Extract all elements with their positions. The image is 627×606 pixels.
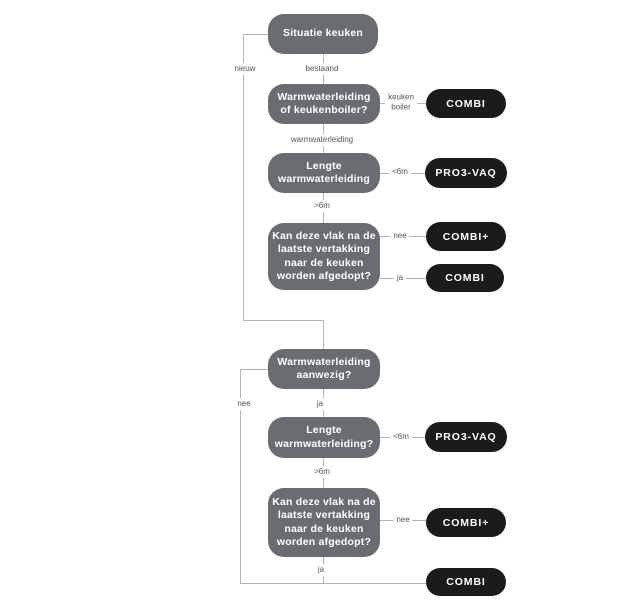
- flow-box-text: Lengte: [306, 424, 342, 437]
- flow-box-text: naar de keuken: [284, 522, 364, 535]
- result-pill-text: PRO3-VAQ: [435, 167, 497, 179]
- flow-box-situatie-keuken: Situatie keuken: [268, 14, 378, 54]
- flow-box-text: Kan deze vlak na de: [272, 495, 376, 508]
- edge-label-line: boiler: [391, 102, 411, 111]
- result-pill-text: COMBI: [446, 576, 486, 588]
- edge-label-ja-2: ja: [313, 398, 327, 410]
- edge-label-nee-2: nee: [234, 398, 254, 410]
- flow-box-text: laatste vertakking: [277, 509, 371, 522]
- result-pill-pro3vaq-1: PRO3-VAQ: [425, 158, 507, 188]
- edge-label-gt6m-2: >6m: [311, 466, 333, 478]
- edge-nieuw-elbow-horizontal: [243, 320, 323, 321]
- flow-box-warmwaterleiding-of-keukenboiler: Warmwaterleiding of keukenboiler?: [268, 84, 380, 124]
- edge-label-line: keuken: [388, 92, 414, 102]
- flow-box-text: aanwezig?: [296, 369, 352, 381]
- edge-nieuw-elbow-vertical: [323, 320, 324, 349]
- flow-box-text: of keukenboiler?: [280, 104, 368, 116]
- result-pill-combi-plus-1: COMBI+: [426, 222, 506, 251]
- flow-box-text: Kan deze vlak na de: [272, 229, 376, 242]
- edge-label-gt6m-1: >6m: [311, 200, 333, 212]
- result-pill-combi-1: COMBI: [426, 89, 506, 118]
- result-pill-text: COMBI: [445, 272, 485, 284]
- result-pill-pro3vaq-2: PRO3-VAQ: [425, 422, 507, 452]
- result-pill-text: COMBI+: [442, 516, 490, 529]
- edge-label-warmwaterleiding: warmwaterleiding: [287, 134, 357, 146]
- flow-box-kan-deze-vlak-2: Kan deze vlak na de laatste vertakking n…: [268, 488, 380, 557]
- flow-box-kan-deze-vlak-1: Kan deze vlak na de laatste vertakking n…: [268, 223, 380, 290]
- edge-label-nieuw: nieuw: [231, 63, 259, 75]
- edge-label-nee-1: nee: [390, 230, 410, 242]
- flow-box-text: worden afgedopt?: [276, 535, 372, 548]
- flow-box-text: worden afgedopt?: [276, 269, 372, 282]
- edge-nieuw-horizontal: [243, 34, 268, 35]
- flow-box-text: laatste vertakking: [277, 243, 371, 256]
- flow-box-text: Warmwaterleiding: [277, 90, 371, 103]
- flow-box-text: warmwaterleiding?: [274, 437, 374, 450]
- edge-nieuw-vertical: [243, 34, 244, 320]
- edge-label-bestaand: bestaand: [302, 63, 342, 75]
- flow-box-warmwaterleiding-aanwezig: Warmwaterleiding aanwezig?: [268, 349, 380, 389]
- flow-box-text: Situatie keuken: [282, 27, 364, 40]
- edge-label-lt6m-2: <6m: [390, 431, 412, 443]
- edge-label-lt6m-1: <6m: [389, 166, 411, 178]
- result-pill-text: COMBI: [446, 97, 486, 110]
- flow-box-text: Lengte: [306, 159, 342, 172]
- flow-box-text: naar de keuken: [284, 256, 364, 269]
- flow-box-text: warmwaterleiding: [278, 173, 370, 185]
- result-pill-combi-plus-2: COMBI+: [426, 508, 506, 537]
- edge-nee-2-horizontal: [240, 369, 268, 370]
- flow-box-lengte-warmwaterleiding-2: Lengte warmwaterleiding?: [268, 417, 380, 458]
- edge-label-nee-3: nee: [393, 514, 413, 526]
- result-pill-text: COMBI+: [442, 230, 490, 243]
- edge-label-ja-3: ja: [314, 564, 328, 576]
- edge-label-keuken-boiler: keuken boiler: [385, 91, 417, 113]
- edge-nee-2-vertical: [240, 369, 241, 583]
- edge-bottom-horizontal: [240, 583, 426, 584]
- result-pill-combi-2: COMBI: [426, 264, 504, 292]
- flow-box-lengte-warmwaterleiding-1: Lengte warmwaterleiding: [268, 153, 380, 193]
- result-pill-text: PRO3-VAQ: [435, 431, 497, 443]
- edge-label-ja-1: ja: [393, 272, 407, 284]
- result-pill-combi-3: COMBI: [426, 568, 506, 596]
- flow-box-text: Warmwaterleiding: [277, 355, 371, 368]
